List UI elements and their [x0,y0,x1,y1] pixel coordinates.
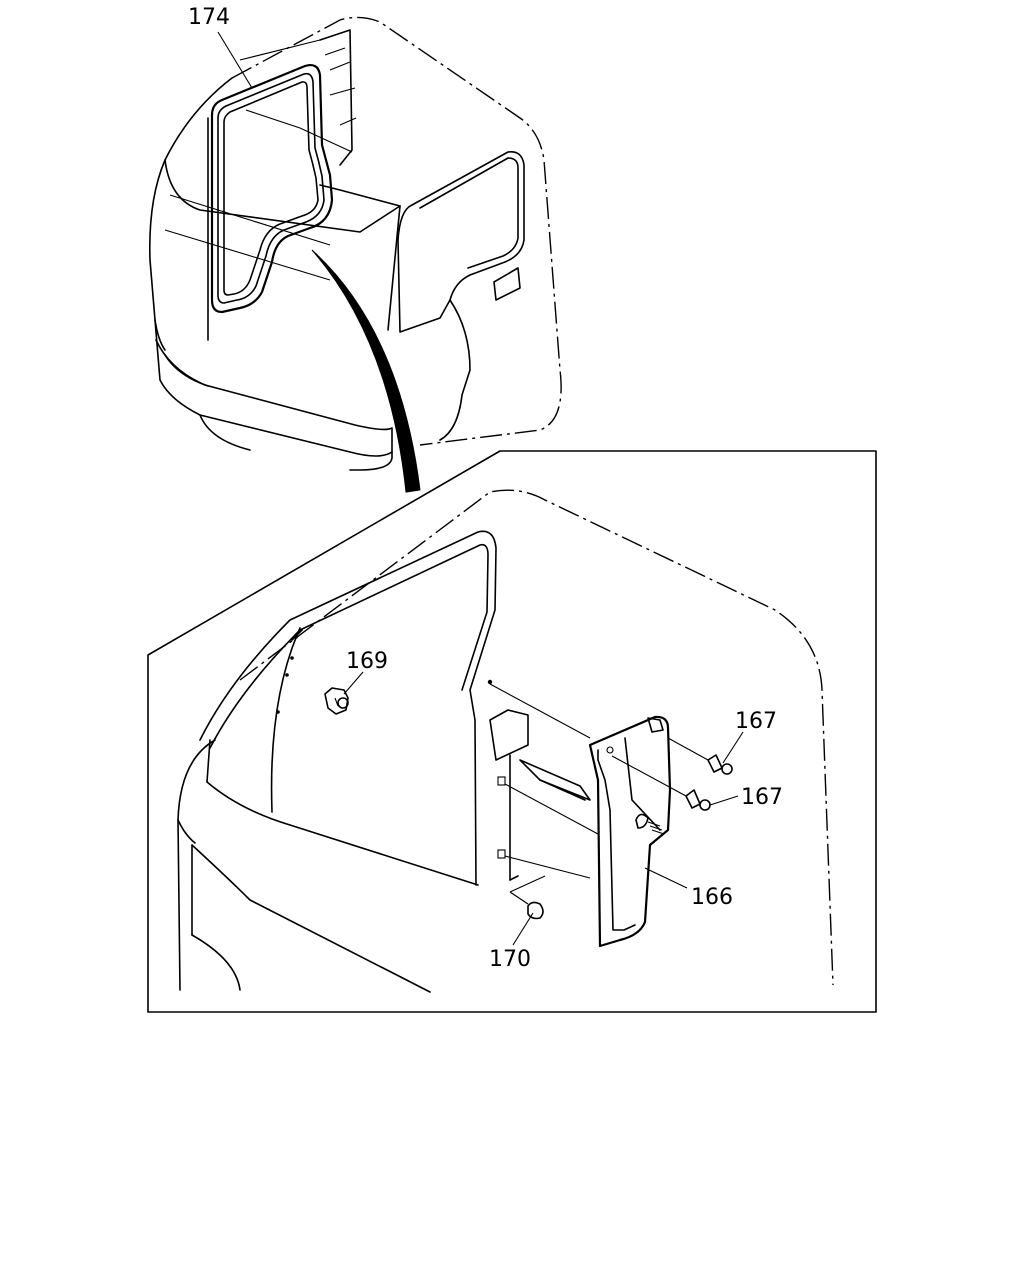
callout-166: 166 [691,885,733,910]
detail-frame [147,450,877,1013]
leader-174 [217,31,253,89]
leader-167-upper [722,731,744,764]
callout-167-lower: 167 [741,785,783,810]
leader-170 [512,912,534,946]
screw-167-lower [611,755,711,811]
detail-connector-arrow [311,249,421,493]
cab-overview: 174 [148,5,562,471]
callout-167-upper: 167 [735,709,777,734]
leader-166 [644,867,688,889]
clip-169 [324,687,349,715]
detail-view: 169 167 167 166 170 [177,489,834,993]
trim-panel-166 [588,715,672,948]
leader-167-lower [709,795,739,806]
callout-174: 174 [188,5,230,30]
callout-170: 170 [489,947,531,972]
screw-167-upper [667,737,733,775]
clip-170 [527,901,544,920]
leader-169 [343,671,364,695]
callout-169: 169 [346,649,388,674]
